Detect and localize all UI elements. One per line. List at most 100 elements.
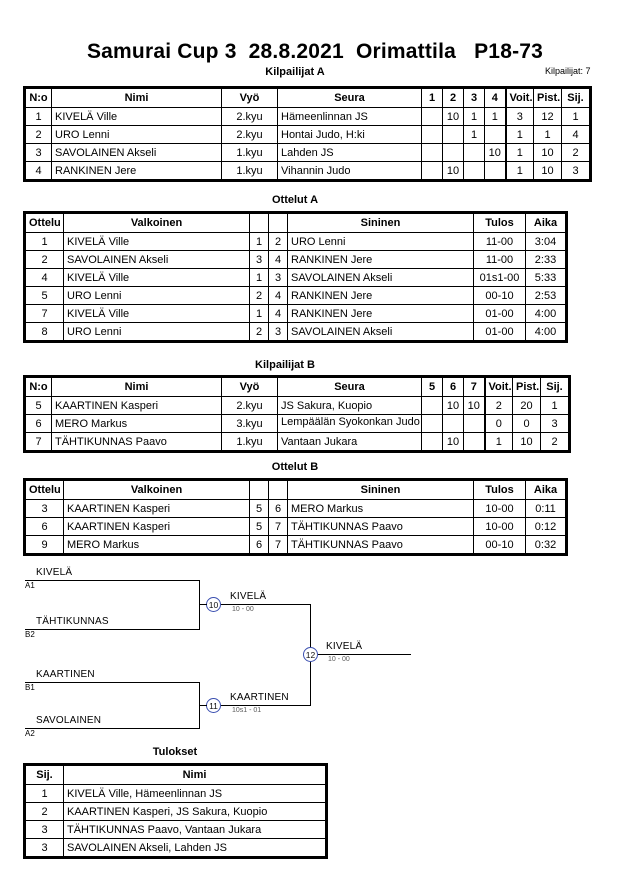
cell-vs-4: 10 bbox=[484, 143, 506, 162]
cell-wins: 1 bbox=[504, 143, 534, 162]
cell-club: Hontai Judo, H:ki bbox=[277, 125, 422, 144]
table-row: 5 KAARTINEN Kasperi 2.kyu JS Sakura, Kuo… bbox=[25, 396, 569, 415]
cell-points: 0 bbox=[512, 414, 541, 433]
cell-rank: 3 bbox=[540, 414, 569, 433]
cell-match-no: 9 bbox=[25, 535, 64, 554]
col-name: Nimi bbox=[51, 88, 222, 108]
cell-blue-no: 7 bbox=[268, 535, 288, 554]
bracket-line bbox=[25, 682, 200, 683]
table-row: 4 KIVELÄ Ville 1 3 SAVOLAINEN Akseli 01s… bbox=[25, 268, 566, 287]
cell-vs-2: 10 bbox=[442, 161, 464, 180]
bracket-winner-name: KAARTINEN bbox=[230, 692, 289, 703]
col-rank: Sij. bbox=[25, 765, 64, 785]
cell-vs-7 bbox=[463, 414, 485, 433]
cell-rank: 3 bbox=[561, 161, 590, 180]
cell-time: 4:00 bbox=[525, 304, 566, 323]
bracket-entry-name: KAARTINEN bbox=[36, 669, 95, 680]
cell-vs-1 bbox=[421, 125, 443, 144]
table-header-row: N:o Nimi Vyö Seura 1 2 3 4 Voit. Pist. S… bbox=[25, 88, 590, 108]
table-header-row: Ottelu Valkoinen Sininen Tulos Aika bbox=[25, 480, 566, 500]
cell-time: 0:11 bbox=[525, 499, 566, 518]
col-time: Aika bbox=[525, 213, 566, 233]
table-row: 2 KAARTINEN Kasperi, JS Sakura, Kuopio bbox=[25, 802, 326, 821]
cell-white-no: 5 bbox=[249, 499, 269, 518]
cell-points: 10 bbox=[512, 432, 541, 451]
cell-vs-5 bbox=[421, 432, 443, 451]
cell-result: 10-00 bbox=[473, 499, 526, 518]
col-points: Pist. bbox=[533, 88, 562, 108]
cell-blue-no: 3 bbox=[268, 322, 288, 341]
cell-blue-no: 3 bbox=[268, 268, 288, 287]
table-row: 3 TÄHTIKUNNAS Paavo, Vantaan Jukara bbox=[25, 820, 326, 839]
cell-no: 2 bbox=[25, 125, 52, 144]
table-matches-b: Ottelu Valkoinen Sininen Tulos Aika 3 KA… bbox=[23, 478, 568, 556]
cell-blue: TÄHTIKUNNAS Paavo bbox=[287, 517, 474, 536]
cell-blue-no: 4 bbox=[268, 250, 288, 269]
bracket-entry-seed: B1 bbox=[25, 683, 35, 692]
cell-name: RANKINEN Jere bbox=[51, 161, 222, 180]
col-belt: Vyö bbox=[221, 88, 278, 108]
table-row: 2 URO Lenni 2.kyu Hontai Judo, H:ki 1 1 … bbox=[25, 125, 590, 144]
cell-club: Vantaan Jukara bbox=[277, 432, 422, 451]
cell-vs-6: 10 bbox=[442, 396, 464, 415]
cell-result: 10-00 bbox=[473, 517, 526, 536]
col-match-no: Ottelu bbox=[25, 480, 64, 500]
cell-match-no: 4 bbox=[25, 268, 64, 287]
table-row: 7 TÄHTIKUNNAS Paavo 1.kyu Vantaan Jukara… bbox=[25, 432, 569, 451]
cell-white-no: 2 bbox=[249, 286, 269, 305]
cell-points: 20 bbox=[512, 396, 541, 415]
cell-name: SAVOLAINEN Akseli bbox=[51, 143, 222, 162]
cell-name: MERO Markus bbox=[51, 414, 222, 433]
cell-white-no: 1 bbox=[249, 268, 269, 287]
col-points: Pist. bbox=[512, 377, 541, 397]
bracket-line bbox=[199, 604, 207, 605]
cell-white: KAARTINEN Kasperi bbox=[63, 517, 250, 536]
cell-belt: 2.kyu bbox=[221, 396, 278, 415]
cell-name: TÄHTIKUNNAS Paavo bbox=[51, 432, 222, 451]
cell-white: URO Lenni bbox=[63, 322, 250, 341]
table-header-row: Sij. Nimi bbox=[25, 765, 326, 785]
cell-vs-6: 10 bbox=[442, 432, 464, 451]
caption-matches-a: Ottelut A bbox=[271, 194, 319, 206]
cell-time: 4:00 bbox=[525, 322, 566, 341]
cell-match-no: 5 bbox=[25, 286, 64, 305]
cell-wins: 0 bbox=[483, 414, 513, 433]
cell-result: 00-10 bbox=[473, 535, 526, 554]
col-name: Nimi bbox=[63, 765, 326, 785]
col-white: Valkoinen bbox=[63, 480, 250, 500]
table-header-row: N:o Nimi Vyö Seura 5 6 7 Voit. Pist. Sij… bbox=[25, 377, 569, 397]
bracket-match-10: 10 bbox=[206, 597, 221, 612]
cell-blue: TÄHTIKUNNAS Paavo bbox=[287, 535, 474, 554]
col-result: Tulos bbox=[473, 213, 526, 233]
cell-vs-3: 1 bbox=[463, 107, 485, 126]
cell-points: 1 bbox=[533, 125, 562, 144]
cell-rank: 1 bbox=[540, 396, 569, 415]
table-row: 5 URO Lenni 2 4 RANKINEN Jere 00-10 2:53 bbox=[25, 286, 566, 305]
col-wins: Voit. bbox=[504, 88, 534, 108]
bracket-line bbox=[199, 580, 200, 630]
col-vs-7: 7 bbox=[463, 377, 485, 397]
cell-vs-1 bbox=[421, 143, 443, 162]
cell-wins: 3 bbox=[504, 107, 534, 126]
cell-match-no: 6 bbox=[25, 517, 64, 536]
col-result: Tulos bbox=[473, 480, 526, 500]
bracket-entry-name: TÄHTIKUNNAS bbox=[36, 616, 109, 627]
cell-vs-3 bbox=[463, 161, 485, 180]
bracket-match-score: 10 - 00 bbox=[232, 606, 254, 613]
cell-belt: 2.kyu bbox=[221, 125, 278, 144]
elimination-bracket: KIVELÄ A1 TÄHTIKUNNAS B2 10 KIVELÄ 10 - … bbox=[0, 565, 630, 740]
cell-rank: 1 bbox=[561, 107, 590, 126]
table-row: 3 SAVOLAINEN Akseli 1.kyu Lahden JS 10 1… bbox=[25, 143, 590, 162]
table-header-row: Ottelu Valkoinen Sininen Tulos Aika bbox=[25, 213, 566, 233]
col-white: Valkoinen bbox=[63, 213, 250, 233]
cell-vs-4 bbox=[484, 161, 506, 180]
col-time: Aika bbox=[525, 480, 566, 500]
col-vs-2: 2 bbox=[442, 88, 464, 108]
col-vs-1: 1 bbox=[421, 88, 443, 108]
cell-vs-7 bbox=[463, 432, 485, 451]
cell-name: KIVELÄ Ville bbox=[51, 107, 222, 126]
cell-points: 12 bbox=[533, 107, 562, 126]
cell-club-text: Lempäälän Syokonkan Judo bbox=[281, 416, 420, 428]
cell-no: 5 bbox=[25, 396, 52, 415]
table-row: 8 URO Lenni 2 3 SAVOLAINEN Akseli 01-00 … bbox=[25, 322, 566, 341]
